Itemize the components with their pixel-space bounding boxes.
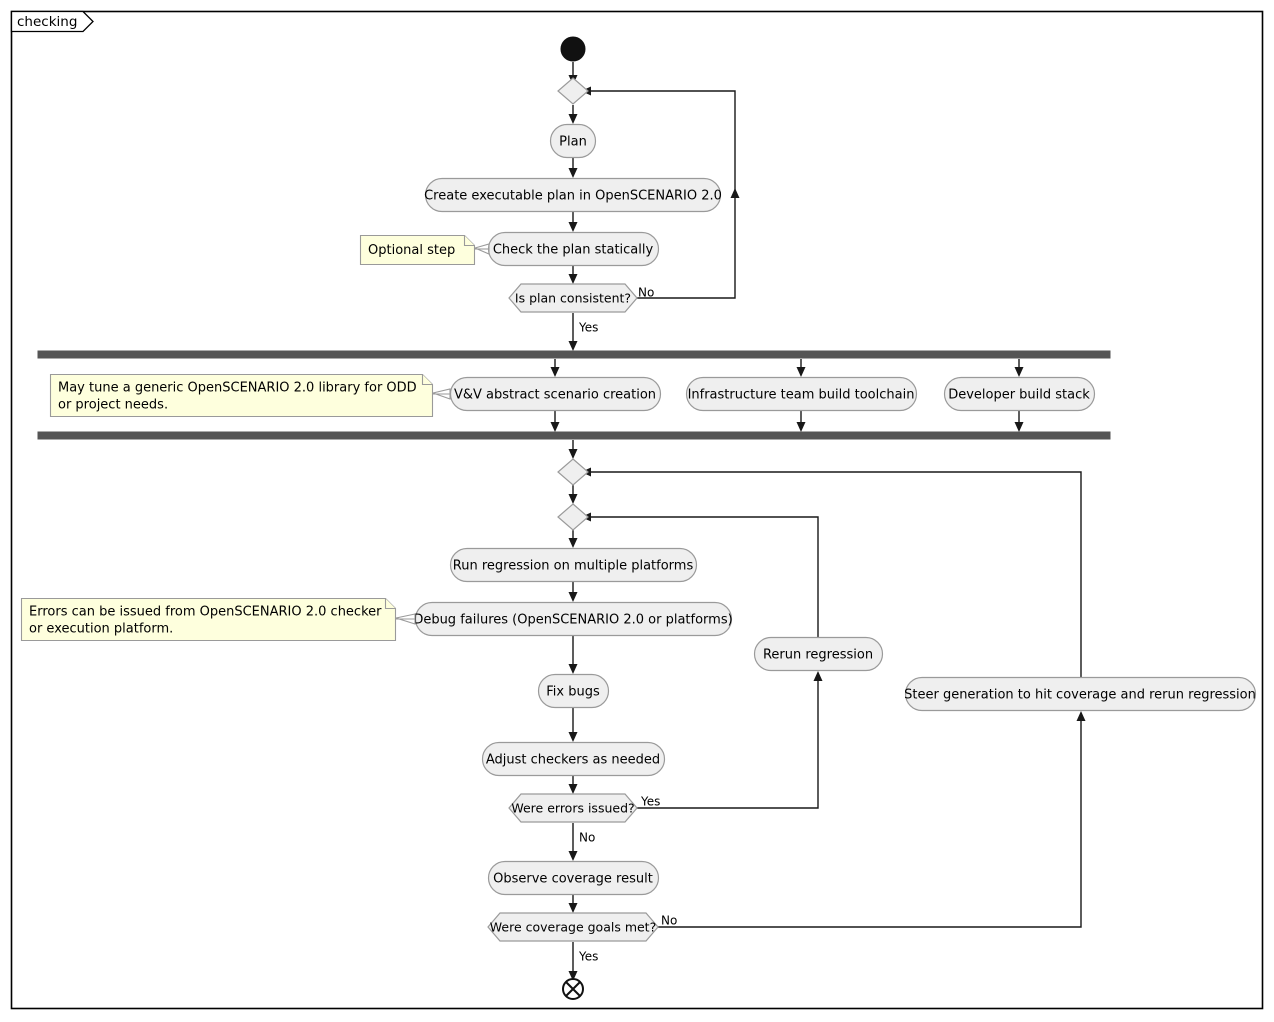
arrowhead-steer-generation	[1076, 711, 1086, 721]
merge-node-inner[interactable]	[557, 503, 589, 531]
arrowhead-observe-coverage	[568, 851, 578, 861]
activity-label-fix-bugs: Fix bugs	[546, 685, 600, 700]
initial-node[interactable]	[560, 36, 586, 62]
arrowhead-rerun-regression	[813, 671, 823, 681]
edge-steer-to-merge-outer	[590, 471, 1082, 677]
decision-label-were-errors-issued: Were errors issued?	[511, 801, 634, 816]
arrowhead-plan	[568, 114, 578, 124]
activity-node-run-regression[interactable]: Run regression on multiple platforms	[449, 547, 698, 583]
activity-node-infrastructure-team-build-toolchain[interactable]: Infrastructure team build toolchain	[685, 376, 918, 412]
arrowhead-debug-failures	[568, 592, 578, 602]
arrowhead-join-from-developer	[1014, 422, 1024, 432]
arrowhead-merge-outer	[568, 449, 578, 459]
activity-node-check-plan-statically[interactable]: Check the plan statically	[487, 231, 660, 267]
edge-labels: No Yes Yes No No Yes	[578, 286, 677, 964]
arrowhead-check-static	[568, 222, 578, 232]
activity-label-rerun-regression: Rerun regression	[763, 648, 873, 663]
note-optional-step: Optional step	[359, 234, 490, 266]
note-errors-source-line-1: Errors can be issued from OpenSCENARIO 2…	[29, 605, 382, 620]
arrowhead-infra-toolchain	[796, 367, 806, 377]
activity-node-developer-build-stack[interactable]: Developer build stack	[943, 376, 1096, 412]
activity-node-create-executable-plan[interactable]: Create executable plan in OpenSCENARIO 2…	[424, 177, 722, 213]
decision-label-were-coverage-goals-met: Were coverage goals met?	[490, 920, 656, 935]
activity-node-observe-coverage-result[interactable]: Observe coverage result	[487, 860, 660, 896]
note-tune-library-line-1: May tune a generic OpenSCENARIO 2.0 libr…	[58, 381, 417, 396]
activity-label-developer-build-stack: Developer build stack	[948, 388, 1090, 403]
arrowhead-were-errors-issued	[568, 784, 578, 794]
activity-label-infrastructure-team-build-toolchain: Infrastructure team build toolchain	[688, 388, 915, 403]
edge-label-coverage-goals-yes: Yes	[578, 950, 598, 964]
activity-node-fix-bugs[interactable]: Fix bugs	[537, 673, 610, 709]
activity-node-rerun-regression[interactable]: Rerun regression	[753, 636, 884, 672]
edge-label-coverage-goals-no: No	[661, 914, 677, 928]
note-errors-source-line-2: or execution platform.	[29, 622, 173, 637]
note-errors-source: Errors can be issued from OpenSCENARIO 2…	[20, 597, 416, 642]
arrowhead-vv-abstract	[550, 367, 560, 377]
arrowhead-developer-stack	[1014, 367, 1024, 377]
activity-label-plan: Plan	[559, 135, 587, 150]
activity-node-adjust-checkers[interactable]: Adjust checkers as needed	[481, 741, 666, 777]
activity-label-create-executable-plan: Create executable plan in OpenSCENARIO 2…	[424, 189, 722, 204]
activity-node-steer-generation[interactable]: Steer generation to hit coverage and rer…	[904, 676, 1257, 712]
diagram-frame: checking	[10, 10, 1264, 1010]
edge-label-plan-consistent-no: No	[638, 286, 654, 300]
activity-label-debug-failures: Debug failures (OpenSCENARIO 2.0 or plat…	[413, 613, 732, 628]
frame-label: checking	[17, 14, 77, 30]
decision-node-is-plan-consistent[interactable]: Is plan consistent?	[508, 283, 638, 313]
activity-node-vv-abstract-scenario-creation[interactable]: V&V abstract scenario creation	[449, 376, 662, 412]
fork-bar	[37, 350, 1111, 359]
edge-label-errors-issued-no: No	[579, 831, 595, 845]
decision-node-were-coverage-goals-met[interactable]: Were coverage goals met?	[487, 912, 659, 942]
edge-errors-yes-to-rerun	[637, 680, 819, 809]
arrowhead-were-coverage-goals-met	[568, 903, 578, 913]
edge-coverage-no-to-steer	[658, 720, 1082, 928]
activity-node-plan[interactable]: Plan	[549, 123, 597, 159]
activity-label-vv-abstract-scenario-creation: V&V abstract scenario creation	[454, 388, 656, 403]
arrowhead-loopback-up	[730, 188, 740, 198]
activity-node-debug-failures[interactable]: Debug failures (OpenSCENARIO 2.0 or plat…	[413, 601, 733, 637]
edge-label-plan-consistent-yes: Yes	[578, 321, 598, 335]
flow-final-node[interactable]	[562, 978, 584, 1000]
arrowhead-merge-inner	[568, 494, 578, 504]
arrowhead-fix-bugs	[568, 664, 578, 674]
edge-label-errors-issued-yes: Yes	[640, 795, 660, 809]
arrowhead-fork-bar-1	[568, 341, 578, 351]
activity-label-adjust-checkers: Adjust checkers as needed	[486, 753, 660, 768]
arrowhead-is-plan-consistent	[568, 274, 578, 284]
note-optional-step-line-1: Optional step	[368, 243, 455, 258]
merge-node-outer[interactable]	[557, 458, 589, 486]
activity-label-run-regression: Run regression on multiple platforms	[453, 559, 694, 574]
edge-rerun-to-merge-inner	[590, 516, 819, 637]
activity-label-steer-generation: Steer generation to hit coverage and rer…	[904, 688, 1256, 703]
decision-label-is-plan-consistent: Is plan consistent?	[515, 291, 631, 306]
note-tune-library: May tune a generic OpenSCENARIO 2.0 libr…	[49, 373, 451, 418]
join-bar	[37, 431, 1111, 440]
decision-node-were-errors-issued[interactable]: Were errors issued?	[508, 793, 638, 823]
arrowhead-join-from-infra	[796, 422, 806, 432]
arrowhead-run-regression	[568, 538, 578, 548]
arrowhead-end-node	[568, 971, 578, 981]
arrowhead-adjust-checkers	[568, 732, 578, 742]
merge-node-top[interactable]	[557, 77, 589, 105]
note-tune-library-line-2: or project needs.	[58, 398, 168, 413]
arrowhead-join-from-vv	[550, 422, 560, 432]
activity-label-observe-coverage-result: Observe coverage result	[493, 872, 653, 887]
activity-label-check-plan-statically: Check the plan statically	[493, 243, 654, 258]
arrowhead-create-plan	[568, 168, 578, 178]
